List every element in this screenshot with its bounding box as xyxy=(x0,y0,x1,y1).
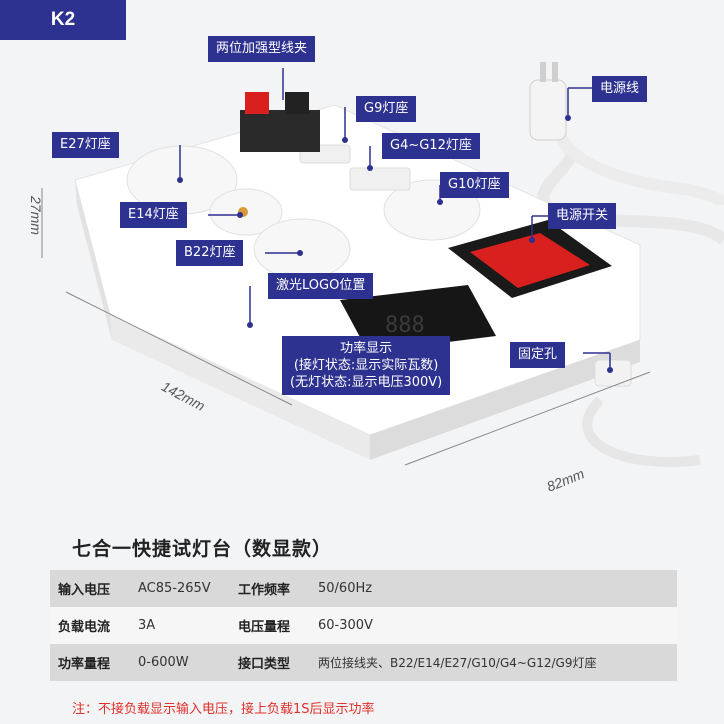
device-front xyxy=(110,315,370,460)
width-dim-line xyxy=(404,371,651,466)
device-side xyxy=(370,340,640,460)
spec-value: 两位接线夹、B22/E14/E27/G10/G4~G12/G9灯座 xyxy=(310,644,677,681)
spec-value: 0-600W xyxy=(130,644,230,681)
spec-label: 接口类型 xyxy=(230,644,310,681)
callout-power-display: 功率显示 (接灯状态:显示实际瓦数) (无灯状态:显示电压300V) xyxy=(282,336,451,395)
power-cord-cable xyxy=(582,396,701,467)
spec-value: 3A xyxy=(130,607,230,644)
spec-value: 60-300V xyxy=(310,607,677,644)
wire-clamp-icon xyxy=(240,92,320,152)
spec-value: 50/60Hz xyxy=(310,570,677,607)
table-row: 功率量程 0-600W 接口类型 两位接线夹、B22/E14/E27/G10/G… xyxy=(50,644,677,681)
spec-value: AC85-265V xyxy=(130,570,230,607)
callout-e14: E14灯座 xyxy=(120,202,187,228)
spec-label: 输入电压 xyxy=(50,570,130,607)
spec-label: 功率量程 xyxy=(50,644,130,681)
callout-mount-hole: 固定孔 xyxy=(510,342,566,368)
spec-table: 输入电压 AC85-265V 工作频率 50/60Hz 负载电流 3A 电压量程… xyxy=(50,570,677,681)
product-title: 七合一快捷试灯台（数显款） xyxy=(72,538,333,560)
power-display-line3: (无灯状态:显示电压300V) xyxy=(290,375,443,390)
b22-socket xyxy=(253,218,351,280)
product-illustration: 888 两位加强型线夹 G9灯座 E27灯座 G4~G1 xyxy=(0,36,724,520)
power-plug-icon xyxy=(529,62,567,141)
spec-label: 工作频率 xyxy=(230,570,310,607)
callout-g4g12: G4~G12灯座 xyxy=(382,133,480,159)
table-row: 负载电流 3A 电压量程 60-300V xyxy=(50,607,677,644)
length-dim-line xyxy=(65,291,293,406)
spec-label: 电压量程 xyxy=(230,607,310,644)
callout-power-cord: 电源线 xyxy=(592,76,648,102)
dim-height: 27mm xyxy=(28,196,44,235)
callout-g9: G9灯座 xyxy=(356,96,417,122)
mount-hole-tab xyxy=(594,359,632,387)
callout-e27: E27灯座 xyxy=(52,132,119,158)
callout-power-switch: 电源开关 xyxy=(548,203,617,229)
power-switch-icon xyxy=(448,220,612,298)
svg-text:888: 888 xyxy=(385,313,425,338)
callout-laser-logo: 激光LOGO位置 xyxy=(268,273,374,299)
usage-note: 注：不接负载显示输入电压，接上负载1S后显示功率 xyxy=(72,702,375,717)
power-display-line1: 功率显示 xyxy=(340,341,393,356)
spec-label: 负载电流 xyxy=(50,607,130,644)
callout-b22: B22灯座 xyxy=(176,240,244,266)
table-row: 输入电压 AC85-265V 工作频率 50/60Hz xyxy=(50,570,677,607)
callout-g10: G10灯座 xyxy=(440,172,509,198)
device-left xyxy=(75,180,112,340)
power-cord-loop-2 xyxy=(551,107,724,208)
device-drawing: 888 xyxy=(41,62,724,467)
g4g12-socket xyxy=(349,167,411,191)
power-display-panel: 888 xyxy=(340,285,496,352)
callout-clamp: 两位加强型线夹 xyxy=(208,36,316,62)
model-badge: K2 xyxy=(0,0,126,40)
power-display-line2: (接灯状态:显示实际瓦数) xyxy=(293,358,439,373)
